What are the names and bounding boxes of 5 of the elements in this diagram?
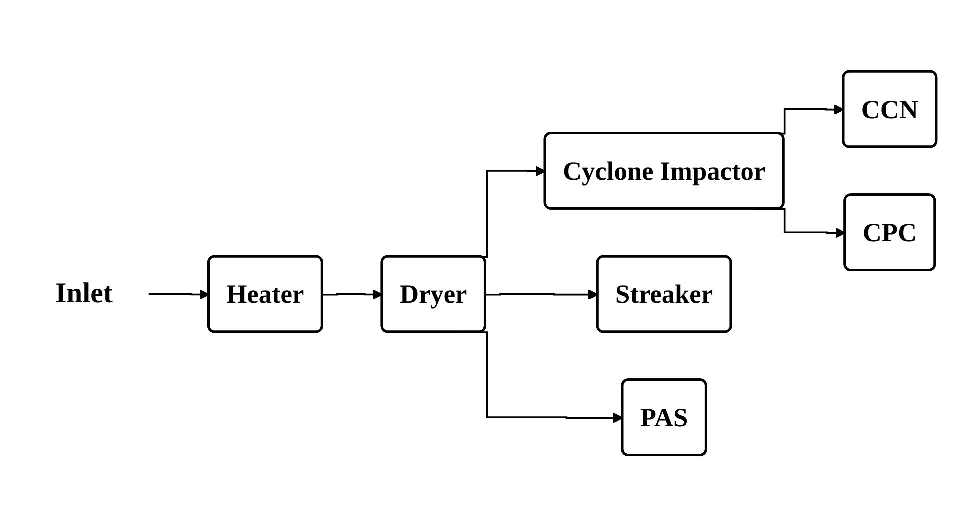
arrow — [148, 289, 210, 300]
arrow — [322, 289, 384, 300]
arrow — [486, 289, 599, 300]
node-text: Inlet — [55, 278, 113, 310]
flowchart-drawing: Inlet Heater Dryer Cyclone Impactor CCN CPC Streaker PAS — [10, 62, 946, 464]
